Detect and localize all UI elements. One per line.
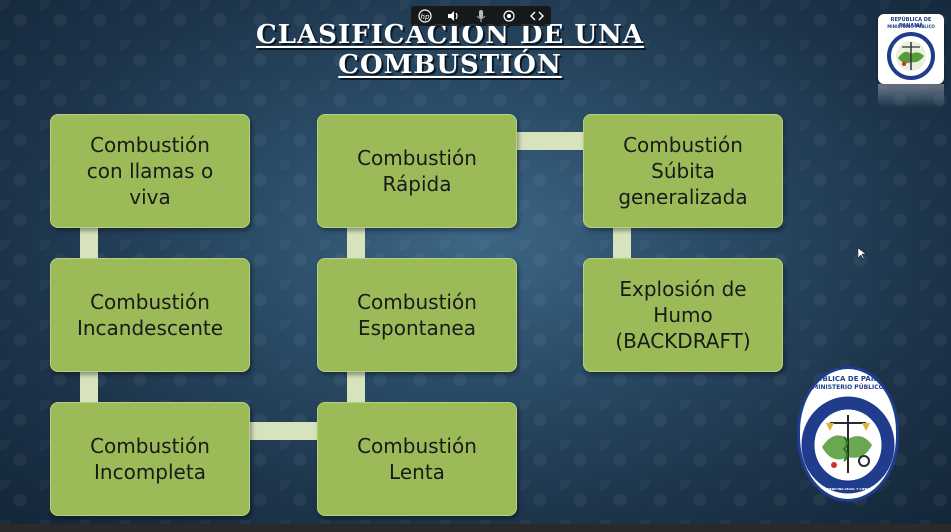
box-combustion-viva: Combustión con llamas o viva xyxy=(50,114,250,228)
connector-subita-backdraft xyxy=(613,228,631,260)
box-label: Combustión Rápida xyxy=(357,146,477,196)
box-combustion-subita: Combustión Súbita generalizada xyxy=(583,114,783,228)
box-label: Combustión Incompleta xyxy=(90,434,210,484)
forensic-seal-emblem-icon xyxy=(801,396,895,494)
broadcast-icon[interactable] xyxy=(500,8,518,24)
hp-logo-icon[interactable]: hp xyxy=(416,8,434,24)
svg-text:hp: hp xyxy=(421,13,430,21)
box-label: Combustión Incandescente xyxy=(76,290,224,340)
mouse-pointer-icon xyxy=(858,248,867,260)
box-combustion-rapida: Combustión Rápida xyxy=(317,114,517,228)
logo-reflection xyxy=(878,84,944,108)
box-label: Combustión Súbita generalizada xyxy=(618,133,748,209)
bottom-bar xyxy=(0,524,951,532)
connector-incandescente-incompleta xyxy=(80,372,98,404)
box-label: Explosión de Humo (BACKDRAFT) xyxy=(615,277,751,353)
connector-viva-incandescente xyxy=(80,228,98,260)
connector-lenta-espontanea xyxy=(347,372,365,404)
microphone-icon[interactable] xyxy=(472,8,490,24)
logo-large-line-1: REPÚBLICA DE PANAMÁ xyxy=(801,375,895,383)
box-combustion-incompleta: Combustión Incompleta xyxy=(50,402,250,516)
logo-large-ring-text: INSTITUTO DE MEDICINA LEGAL Y CIENCIAS F… xyxy=(802,487,894,491)
connector-espontanea-rapida xyxy=(347,228,365,260)
media-toolbar: hp xyxy=(411,6,551,26)
seal-emblem-icon xyxy=(887,32,935,80)
connector-incompleta-lenta xyxy=(249,422,319,440)
logo-large-line-2: MINISTERIO PÚBLICO xyxy=(812,384,884,391)
box-label: Combustión con llamas o viva xyxy=(86,133,214,209)
institution-logo-large: REPÚBLICA DE PANAMÁ MINISTERIO PÚBLICO I… xyxy=(797,366,899,502)
logo-small-line-2: MINISTERIO PÚBLICO xyxy=(887,24,935,29)
connector-rapida-subita xyxy=(515,132,585,150)
code-brackets-icon[interactable] xyxy=(528,8,546,24)
institution-logo-small: REPÚBLICA DE PANAMÁ MINISTERIO PÚBLICO xyxy=(878,14,944,84)
box-combustion-incandescente: Combustión Incandescente xyxy=(50,258,250,372)
box-combustion-espontanea: Combustión Espontanea xyxy=(317,258,517,372)
slide-title-line-2: COMBUSTIÓN xyxy=(338,50,562,80)
box-label: Combustión Espontanea xyxy=(357,290,477,340)
speaker-icon[interactable] xyxy=(444,8,462,24)
box-explosion-backdraft: Explosión de Humo (BACKDRAFT) xyxy=(583,258,783,372)
logo-small-line-1: REPÚBLICA DE PANAMÁ xyxy=(890,17,932,29)
box-label: Combustión Lenta xyxy=(357,434,477,484)
box-combustion-lenta: Combustión Lenta xyxy=(317,402,517,516)
